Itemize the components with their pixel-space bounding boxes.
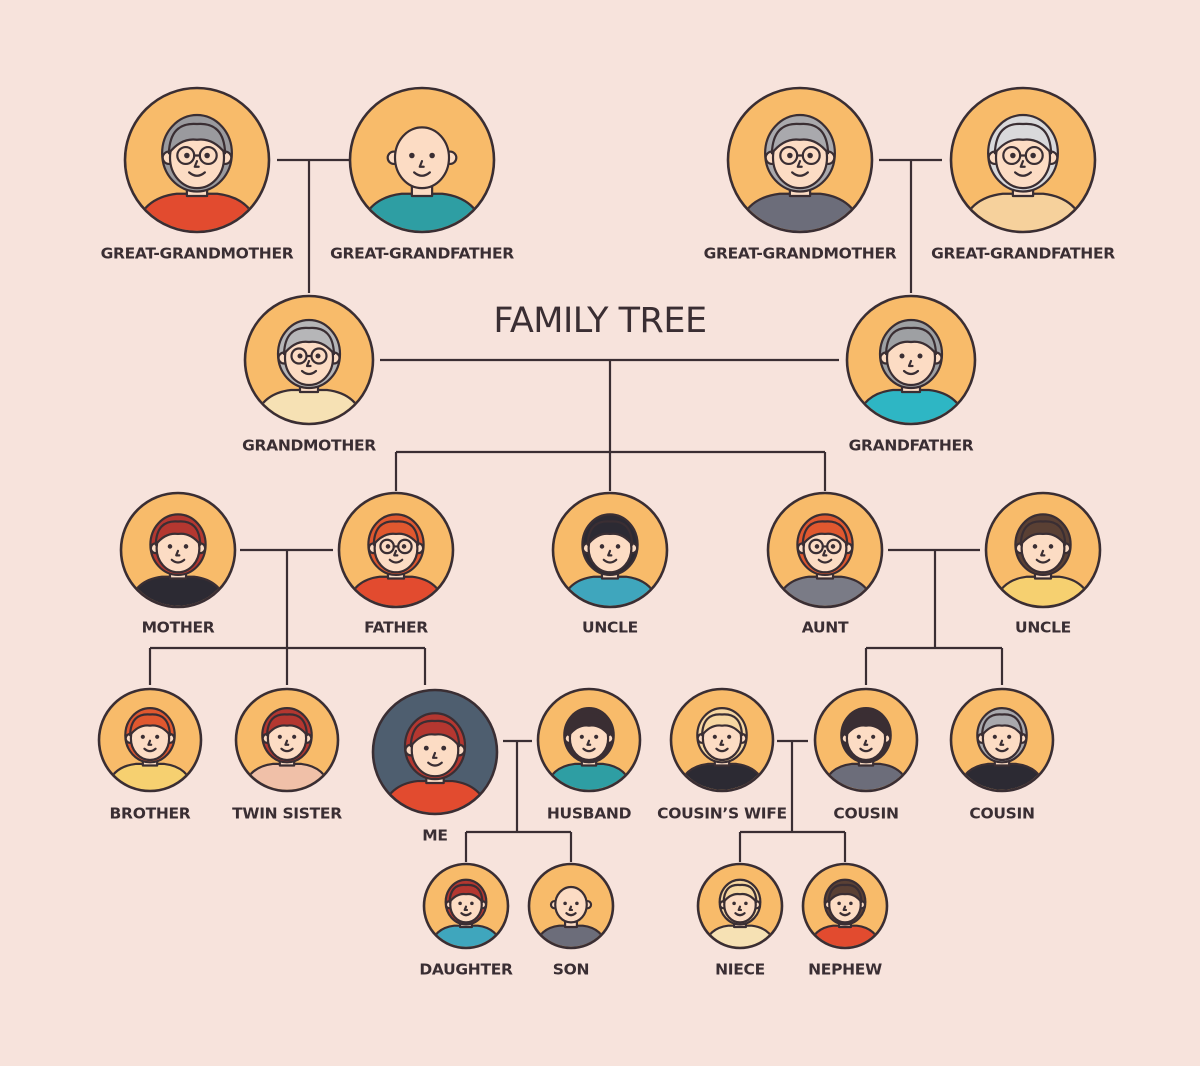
- portrait-ring: [813, 687, 919, 793]
- portrait-ring: [949, 687, 1055, 793]
- portrait-ring: [234, 687, 340, 793]
- person-label: FATHER: [364, 619, 428, 637]
- portrait-ring: [845, 294, 977, 426]
- person-aunt: AUNT: [766, 491, 884, 637]
- portrait-ring: [243, 294, 375, 426]
- person-brother: BROTHER: [97, 687, 203, 823]
- person-label: UNCLE: [1015, 619, 1071, 637]
- person-uncle-right: UNCLE: [984, 491, 1102, 637]
- person-nephew: NEPHEW: [801, 862, 889, 979]
- person-avatar-icon: [345, 513, 447, 606]
- person-avatar-icon: [127, 513, 229, 606]
- portrait-ring: [536, 687, 642, 793]
- person-label: COUSIN’S WIFE: [657, 805, 787, 823]
- person-label: COUSIN: [969, 805, 1034, 823]
- person-label: TWIN SISTER: [232, 805, 342, 823]
- person-great-grandfather-right: GREAT-GRANDFATHER: [931, 86, 1116, 263]
- person-label: BROTHER: [110, 805, 191, 823]
- person-label: GREAT-GRANDMOTHER: [704, 245, 897, 263]
- person-mother: MOTHER: [119, 491, 237, 637]
- portrait-ring: [984, 491, 1102, 609]
- portrait-ring: [726, 86, 874, 234]
- portrait-ring: [348, 86, 496, 234]
- connector-lines: [148, 158, 1004, 862]
- person-avatar-icon: [132, 113, 262, 231]
- person-avatar-icon: [774, 513, 876, 606]
- person-label: GREAT-GRANDFATHER: [931, 245, 1115, 263]
- person-label: NEPHEW: [808, 961, 882, 979]
- portrait-ring: [949, 86, 1097, 234]
- person-label: GRANDFATHER: [849, 437, 974, 455]
- person-label: GREAT-GRANDFATHER: [330, 245, 514, 263]
- person-cousin-male: COUSIN: [813, 687, 919, 823]
- person-label: AUNT: [802, 619, 849, 637]
- person-great-grandfather-left: GREAT-GRANDFATHER: [330, 86, 515, 263]
- person-label: HUSBAND: [547, 805, 632, 823]
- portrait-ring: [801, 862, 889, 950]
- portrait-ring: [371, 688, 499, 816]
- person-label: MOTHER: [142, 619, 215, 637]
- person-grandmother: GRANDMOTHER: [242, 294, 377, 455]
- person-grandfather: GRANDFATHER: [845, 294, 977, 455]
- person-niece: NIECE: [696, 862, 784, 979]
- person-son: SON: [527, 862, 615, 979]
- person-label: UNCLE: [582, 619, 638, 637]
- portrait-ring: [696, 862, 784, 950]
- person-husband: HUSBAND: [536, 687, 642, 823]
- portrait-ring: [97, 687, 203, 793]
- person-label: GREAT-GRANDMOTHER: [101, 245, 294, 263]
- portrait-ring: [119, 491, 237, 609]
- person-label: COUSIN: [833, 805, 898, 823]
- person-label: ME: [422, 827, 447, 845]
- person-label: SON: [553, 961, 589, 979]
- person-label: NIECE: [715, 961, 765, 979]
- portrait-ring: [527, 862, 615, 950]
- person-father: FATHER: [337, 491, 455, 637]
- portrait-ring: [551, 491, 669, 609]
- person-great-grandmother-right: GREAT-GRANDMOTHER: [704, 86, 897, 263]
- people-nodes: GREAT-GRANDMOTHER GREAT-GRANDFATHER GREAT-…: [97, 86, 1116, 979]
- portrait-ring: [766, 491, 884, 609]
- person-cousin-female: COUSIN: [949, 687, 1055, 823]
- diagram-title: FAMILY TREE: [493, 301, 706, 341]
- person-label: DAUGHTER: [419, 961, 513, 979]
- person-daughter: DAUGHTER: [419, 862, 513, 979]
- portrait-ring: [123, 86, 271, 234]
- person-label: GRANDMOTHER: [242, 437, 376, 455]
- portrait-ring: [669, 687, 775, 793]
- person-uncle-center: UNCLE: [551, 491, 669, 637]
- person-cousins-wife: COUSIN’S WIFE: [657, 687, 787, 823]
- person-great-grandmother-left: GREAT-GRANDMOTHER: [101, 86, 294, 263]
- person-me: ME: [371, 688, 499, 845]
- portrait-ring: [422, 862, 510, 950]
- portrait-ring: [337, 491, 455, 609]
- person-twin-sister: TWIN SISTER: [232, 687, 343, 823]
